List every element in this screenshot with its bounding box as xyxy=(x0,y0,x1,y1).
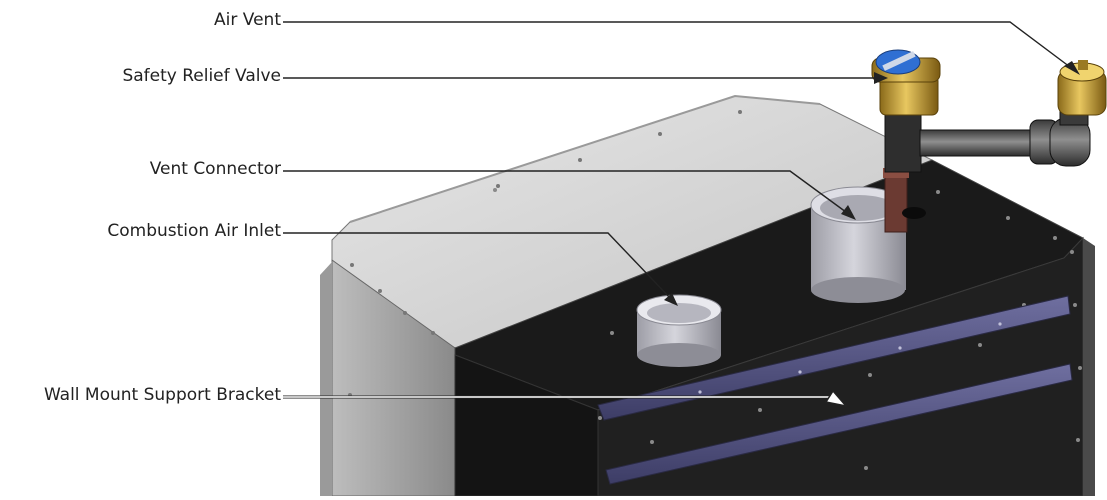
label-air-vent: Air Vent xyxy=(214,10,281,30)
label-safety-relief-valve: Safety Relief Valve xyxy=(122,66,281,86)
label-vent-connector: Vent Connector xyxy=(149,159,281,179)
combustion-air-inlet-arrowhead xyxy=(664,293,678,306)
label-wall-mount-support-bracket: Wall Mount Support Bracket xyxy=(43,385,281,405)
air-vent-leader xyxy=(283,21,1075,71)
air-vent-arrowhead xyxy=(1064,61,1080,75)
safety-relief-valve-arrowhead xyxy=(874,72,888,84)
combustion-air-inlet-leader xyxy=(283,232,673,301)
wall-mount-support-bracket-arrowhead xyxy=(824,389,849,408)
label-combustion-air-inlet: Combustion Air Inlet xyxy=(107,221,281,241)
vent-connector-leader xyxy=(283,170,851,216)
vent-connector-arrowhead xyxy=(841,205,856,220)
